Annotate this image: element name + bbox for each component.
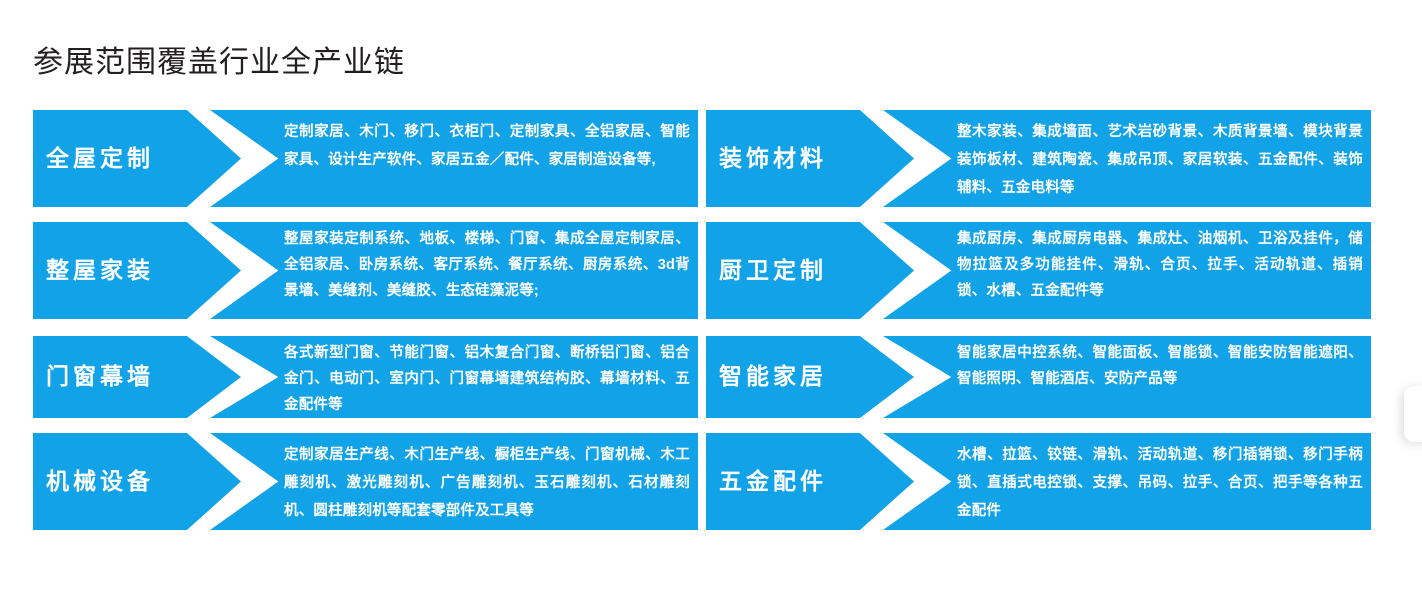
scope-label-text: 五金配件 [719, 467, 827, 494]
scope-description-text: 智能家居中控系统、智能面板、智能锁、智能安防智能遮阳、智能照明、智能酒店、安防产… [957, 345, 1363, 387]
scope-row: 整屋家装 整屋家装定制系统、地板、楼梯、门窗、集成全屋定制家居、全铝家居、卧房系… [0, 222, 1422, 319]
scope-description-panel: 整屋家装定制系统、地板、楼梯、门窗、集成全屋定制家居、全铝家居、卧房系统、客厅系… [210, 222, 698, 319]
scope-row: 门窗幕墙 各式新型门窗、节能门窗、铝木复合门窗、断桥铝门窗、铝合金门、电动门、室… [0, 336, 1422, 418]
scope-description-panel: 整木家装、集成墙面、艺术岩砂背景、木质背景墙、模块背景装饰板材、建筑陶瓷、集成吊… [883, 110, 1371, 207]
scope-label-text: 整屋家装 [46, 256, 154, 283]
floating-edge-card[interactable] [1404, 386, 1422, 442]
scope-label-text: 门窗幕墙 [46, 363, 154, 390]
scope-description-panel: 定制家居、木门、移门、衣柜门、定制家具、全铝家居、智能家具、设计生产软件、家居五… [210, 110, 698, 207]
scope-description-text: 各式新型门窗、节能门窗、铝木复合门窗、断桥铝门窗、铝合金门、电动门、室内门、门窗… [284, 345, 690, 413]
scope-label-arrow[interactable]: 全屋定制 [33, 110, 241, 207]
scope-label-text: 机械设备 [46, 467, 154, 494]
scope-description-panel: 集成厨房、集成厨房电器、集成灶、油烟机、卫浴及挂件，储物拉篮及多功能挂件、滑轨、… [883, 222, 1371, 319]
scope-row: 全屋定制 定制家居、木门、移门、衣柜门、定制家具、全铝家居、智能家具、设计生产软… [0, 110, 1422, 207]
scope-label-text: 装饰材料 [719, 144, 827, 171]
scope-label-text: 全屋定制 [46, 144, 154, 171]
scope-label-text: 智能家居 [719, 363, 827, 390]
scope-label-text: 厨卫定制 [719, 256, 827, 283]
scope-description-text: 整木家装、集成墙面、艺术岩砂背景、木质背景墙、模块背景装饰板材、建筑陶瓷、集成吊… [957, 124, 1363, 196]
scope-label-arrow[interactable]: 装饰材料 [706, 110, 914, 207]
scope-label-arrow[interactable]: 厨卫定制 [706, 222, 914, 319]
page-title: 参展范围覆盖行业全产业链 [33, 46, 405, 80]
scope-label-arrow[interactable]: 智能家居 [706, 336, 914, 418]
scope-description-text: 集成厨房、集成厨房电器、集成灶、油烟机、卫浴及挂件，储物拉篮及多功能挂件、滑轨、… [957, 231, 1363, 299]
scope-description-panel: 水槽、拉篮、铰链、滑轨、活动轨道、移门插销锁、移门手柄锁、直插式电控锁、支撑、吊… [883, 433, 1371, 530]
scope-description-text: 整屋家装定制系统、地板、楼梯、门窗、集成全屋定制家居、全铝家居、卧房系统、客厅系… [284, 231, 690, 299]
scope-label-arrow[interactable]: 五金配件 [706, 433, 914, 530]
scope-description-panel: 定制家居生产线、木门生产线、橱柜生产线、门窗机械、木工雕刻机、激光雕刻机、广告雕… [210, 433, 698, 530]
scope-row: 机械设备 定制家居生产线、木门生产线、橱柜生产线、门窗机械、木工雕刻机、激光雕刻… [0, 433, 1422, 530]
scope-description-panel: 智能家居中控系统、智能面板、智能锁、智能安防智能遮阳、智能照明、智能酒店、安防产… [883, 336, 1371, 418]
scope-description-panel: 各式新型门窗、节能门窗、铝木复合门窗、断桥铝门窗、铝合金门、电动门、室内门、门窗… [210, 336, 698, 418]
scope-label-arrow[interactable]: 门窗幕墙 [33, 336, 241, 418]
scope-label-arrow[interactable]: 整屋家装 [33, 222, 241, 319]
scope-description-text: 定制家居生产线、木门生产线、橱柜生产线、门窗机械、木工雕刻机、激光雕刻机、广告雕… [284, 447, 690, 519]
scope-description-text: 定制家居、木门、移门、衣柜门、定制家具、全铝家居、智能家具、设计生产软件、家居五… [284, 124, 690, 168]
scope-description-text: 水槽、拉篮、铰链、滑轨、活动轨道、移门插销锁、移门手柄锁、直插式电控锁、支撑、吊… [957, 447, 1363, 519]
scope-label-arrow[interactable]: 机械设备 [33, 433, 241, 530]
